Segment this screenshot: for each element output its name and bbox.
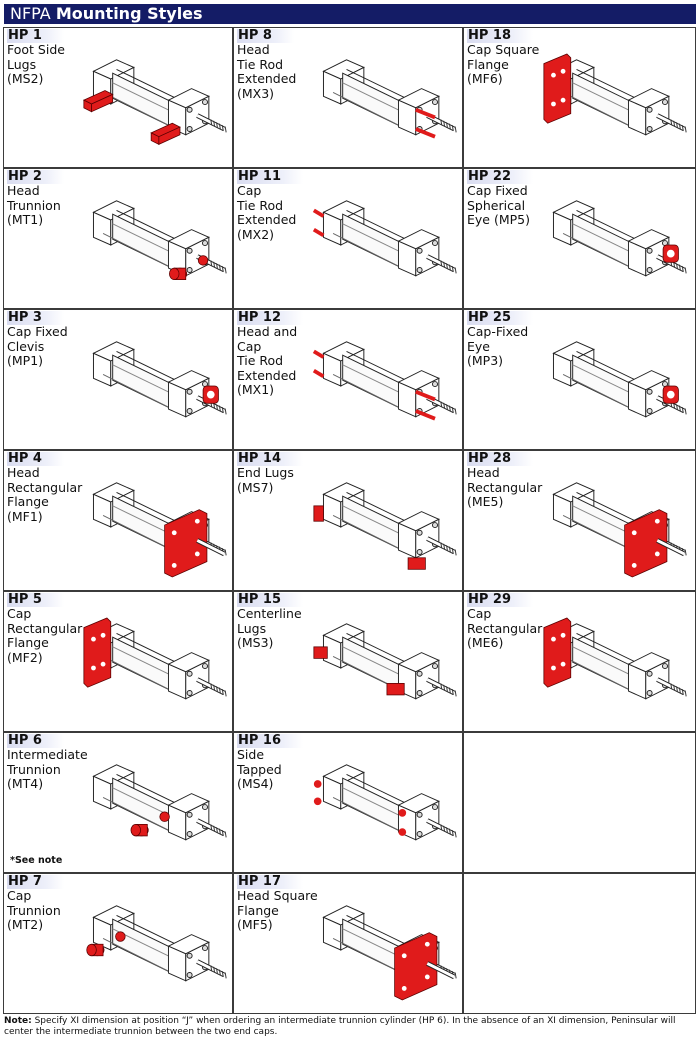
foot-lugs-cylinder-icon [82, 59, 227, 146]
head-rect-cylinder-icon [552, 482, 687, 578]
style-code: HP 3 [7, 311, 64, 325]
style-code: HP 18 [467, 29, 534, 43]
empty-cell [463, 873, 696, 1014]
style-code: HP 16 [237, 734, 304, 748]
style-code: HP 2 [7, 170, 64, 184]
style-code: HP 17 [237, 875, 304, 889]
see-note-label: *See note [10, 855, 63, 866]
style-code: HP 14 [237, 452, 304, 466]
end-lugs-cylinder-icon [313, 482, 457, 570]
empty-cell [463, 732, 696, 873]
style-description: Head Trunnion (MT1) [7, 183, 61, 227]
centerline-lugs-cylinder-icon [313, 623, 457, 700]
cap-trunnion-cylinder-icon [86, 905, 227, 982]
style-description: Side Tapped (MS4) [237, 747, 282, 791]
footer-note-label: Note: [4, 1016, 32, 1026]
style-code: HP 5 [7, 593, 64, 607]
style-description: Cap Trunnion (MT2) [7, 888, 61, 932]
style-code: HP 15 [237, 593, 304, 607]
style-description: Cap Square Flange (MF6) [467, 42, 540, 86]
style-description: Intermediate Trunnion (MT4) [7, 747, 88, 791]
head-tierod-cylinder-icon [322, 59, 457, 139]
style-code: HP 6 [7, 734, 64, 748]
cap-rect-flange-cylinder-icon [83, 617, 227, 700]
spherical-eye-cylinder-icon [552, 200, 687, 277]
title-brand: NFPA [10, 4, 51, 23]
footer-note-text: Specify XI dimension at position “J” whe… [4, 1016, 676, 1037]
cap-rect-cylinder-icon [543, 617, 687, 700]
both-tierod-cylinder-icon [312, 341, 457, 421]
head-trunnion-cylinder-icon [92, 200, 227, 280]
style-description: Head Square Flange (MF5) [237, 888, 318, 932]
cap-square-flange-cylinder-icon [543, 53, 687, 136]
style-code: HP 25 [467, 311, 534, 325]
style-code: HP 4 [7, 452, 64, 466]
style-description: Cap Fixed Clevis (MP1) [7, 324, 68, 368]
style-code: HP 22 [467, 170, 534, 184]
page-title: NFPA Mounting Styles [10, 4, 203, 24]
cap-tierod-cylinder-icon [312, 200, 457, 277]
style-code: HP 8 [237, 29, 294, 43]
title-text: Mounting Styles [55, 4, 203, 23]
style-description: Head Rectangular Flange (MF1) [7, 465, 83, 524]
footer-note: Note: Specify XI dimension at position “… [4, 1016, 696, 1038]
page-title-bar: NFPA Mounting Styles [4, 4, 696, 24]
style-code: HP 7 [7, 875, 64, 889]
style-code: HP 28 [467, 452, 534, 466]
side-tapped-cylinder-icon [313, 764, 457, 841]
style-description: End Lugs (MS7) [237, 465, 294, 495]
head-rect-flange-cylinder-icon [92, 482, 227, 578]
style-description: Centerline Lugs (MS3) [237, 606, 302, 650]
head-square-flange-cylinder-icon [322, 905, 457, 1001]
style-code: HP 11 [237, 170, 304, 184]
style-description: Cap Fixed Spherical Eye (MP5) [467, 183, 530, 227]
style-description: Cap Rectangular (ME6) [467, 606, 543, 650]
style-description: Cap-Fixed Eye (MP3) [467, 324, 529, 368]
cap-eye-cylinder-icon [552, 341, 687, 418]
style-description: Cap Rectangular Flange (MF2) [7, 606, 83, 665]
style-description: Head Rectangular (ME5) [467, 465, 543, 509]
style-code: HP 1 [7, 29, 64, 43]
style-description: Foot Side Lugs (MS2) [7, 42, 65, 86]
style-code: HP 12 [237, 311, 304, 325]
style-code: HP 29 [467, 593, 534, 607]
intermediate-trunnion-cylinder-icon [92, 764, 227, 841]
style-description: Head Tie Rod Extended (MX3) [237, 42, 297, 101]
clevis-cylinder-icon [92, 341, 227, 418]
style-description: Head and Cap Tie Rod Extended (MX1) [237, 324, 298, 397]
style-description: Cap Tie Rod Extended (MX2) [237, 183, 297, 242]
